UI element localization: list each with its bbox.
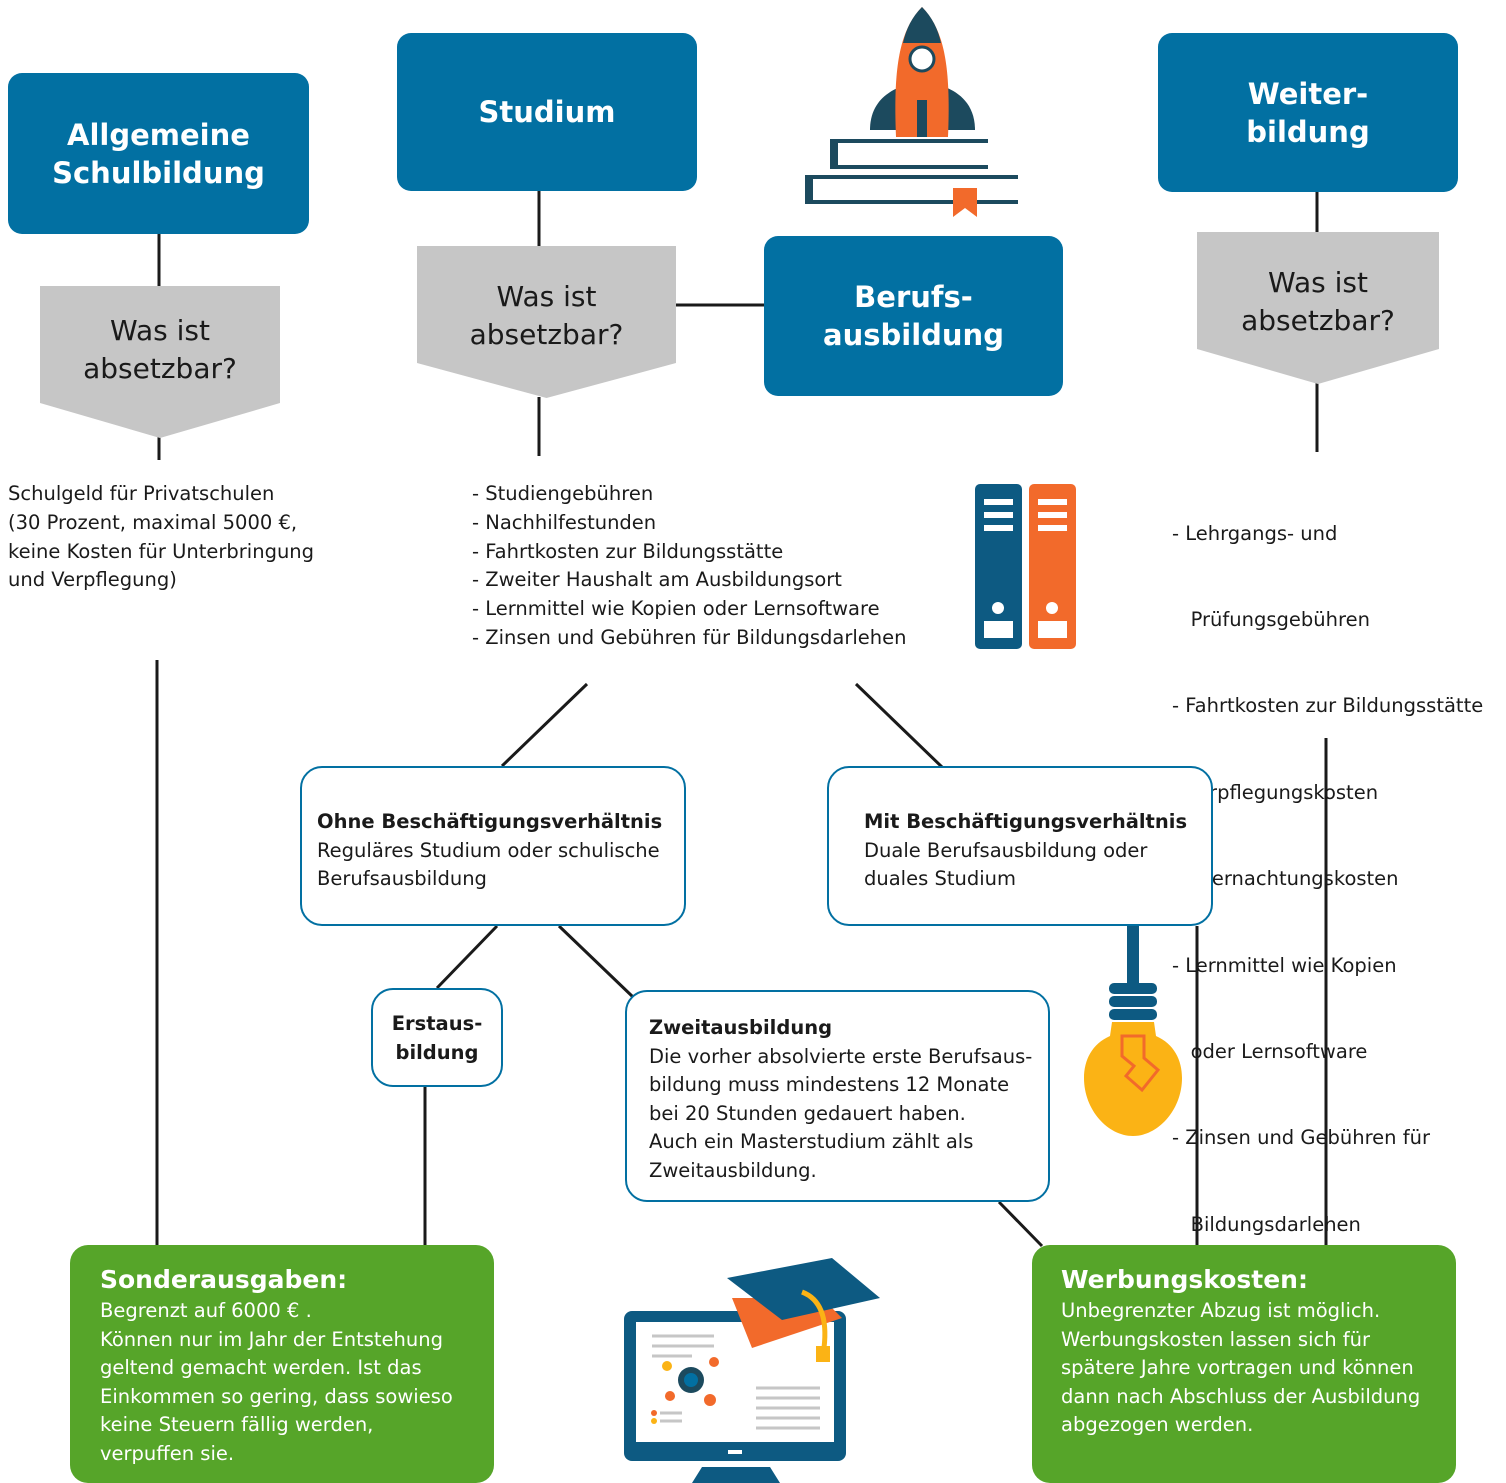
list-item: (30 Prozent, maximal 5000 €,: [8, 510, 298, 534]
ohne-line1: Reguläres Studium oder schulische: [317, 838, 660, 862]
list-item: oder Lernsoftware: [1172, 1039, 1368, 1063]
werbung-line4: dann nach Abschluss der Ausbildung: [1061, 1384, 1421, 1408]
question-schule: Was ist absetzbar?: [40, 286, 280, 438]
erstausbildung-line1: Erstaus-: [391, 1012, 483, 1035]
list-item: - Studiengebühren: [472, 482, 654, 505]
zweit-line1: Die vorher absolvierte erste Berufsaus-: [649, 1044, 1033, 1068]
list-item: - Lernmittel wie Kopien: [1172, 953, 1397, 977]
box-berufsausbildung: Berufs- ausbildung: [764, 236, 1063, 396]
box-allgemeine-line2: Schulbildung: [52, 155, 265, 190]
list-item: - Nachhilfestunden: [472, 510, 657, 534]
werbung-line2: Werbungskosten lassen sich für: [1061, 1327, 1371, 1351]
zweit-line5: Zweitausbildung.: [649, 1158, 817, 1182]
box-weiterbildung-line1: Weiter-: [1247, 76, 1369, 111]
list-item: - Lernmittel wie Kopien oder Lernsoftwar…: [472, 597, 880, 621]
werbung-title: Werbungskosten:: [1061, 1265, 1308, 1294]
sonder-line1: Begrenzt auf 6000 € .: [100, 1299, 312, 1322]
zweit-line2: bildung muss mindestens 12 Monate: [649, 1073, 1010, 1096]
list-item: - Zinsen und Gebühren für Bildungsdarleh…: [472, 625, 907, 649]
werbung-line5: abgezogen werden.: [1061, 1413, 1254, 1436]
lightbulb-icon: [1084, 926, 1182, 1136]
question-studium-line1: Was ist: [496, 280, 597, 313]
box-allgemeine-line1: Allgemeine: [67, 117, 250, 152]
list-item: - Lehrgangs- und: [1172, 521, 1338, 545]
elearning-icon: [624, 1258, 880, 1483]
list-item: Bildungsdarlehen: [1172, 1212, 1361, 1236]
list-schule: Schulgeld für Privatschulen (30 Prozent,…: [8, 480, 314, 595]
ohne-title: Ohne Beschäftigungsverhältnis: [317, 810, 663, 833]
question-weiterbildung-line2: absetzbar?: [1241, 304, 1395, 337]
sonder-line2: Können nur im Jahr der Entstehung: [100, 1327, 444, 1351]
box-erstausbildung: Erstaus- bildung: [371, 988, 503, 1087]
list-item: - Fahrtkosten zur Bildungsstätte: [472, 539, 784, 563]
mit-line1: Duale Berufsausbildung oder: [864, 838, 1148, 862]
question-weiterbildung: Was ist absetzbar?: [1197, 232, 1439, 384]
list-item: - Zinsen und Gebühren für: [1172, 1126, 1430, 1150]
list-weiterbildung: - Lehrgangs- und Prüfungsgebühren - Fahr…: [1172, 462, 1483, 1268]
box-ohne-beschaeftigung: Ohne Beschäftigungsverhältnis Reguläres …: [300, 766, 686, 926]
sonder-line3: geltend gemacht werden. Ist das: [100, 1356, 422, 1379]
box-studium-label: Studium: [478, 95, 616, 129]
box-sonderausgaben: Sonderausgaben: Begrenzt auf 6000 € . Kö…: [70, 1245, 494, 1483]
list-item: und Verpflegung): [8, 568, 177, 592]
question-studium-line2: absetzbar?: [469, 318, 624, 351]
box-mit-beschaeftigung: Mit Beschäftigungsverhältnis Duale Beruf…: [827, 766, 1213, 926]
zweit-line3: bei 20 Stunden gedauert haben.: [649, 1101, 966, 1125]
werbung-line1: Unbegrenzter Abzug ist möglich.: [1061, 1299, 1381, 1322]
box-weiterbildung: Weiter- bildung: [1158, 33, 1458, 192]
box-werbungskosten: Werbungskosten: Unbegrenzter Abzug ist m…: [1032, 1245, 1456, 1483]
binders-icon: [975, 484, 1076, 649]
werbung-line3: spätere Jahre vortragen und können: [1061, 1356, 1414, 1379]
rocket-icon: [805, 7, 1018, 217]
box-zweitausbildung: Zweitausbildung Die vorher absolvierte e…: [625, 990, 1050, 1202]
list-item: Schulgeld für Privatschulen: [8, 482, 275, 505]
mit-title: Mit Beschäftigungsverhältnis: [864, 810, 1188, 833]
box-studium: Studium: [397, 33, 697, 191]
list-item: keine Kosten für Unterbringung: [8, 539, 315, 563]
sonder-line4: Einkommen so gering, dass sowieso: [100, 1384, 453, 1408]
box-weiterbildung-line2: bildung: [1246, 114, 1370, 149]
question-weiterbildung-line1: Was ist: [1268, 266, 1368, 299]
sonder-line6: verpuffen sie.: [100, 1441, 235, 1465]
list-item: - Fahrtkosten zur Bildungsstätte: [1172, 694, 1484, 718]
list-item: Prüfungsgebühren: [1172, 607, 1370, 631]
list-studium: - Studiengebühren - Nachhilfestunden - F…: [472, 480, 906, 653]
list-item: - Verpflegungskosten: [1172, 780, 1379, 804]
box-allgemeine-schulbildung: Allgemeine Schulbildung: [8, 73, 309, 234]
question-schule-line2: absetzbar?: [83, 352, 237, 385]
zweit-line4: Auch ein Masterstudium zählt als: [649, 1130, 974, 1153]
box-berufsausbildung-line2: ausbildung: [823, 318, 1004, 352]
sonder-title: Sonderausgaben:: [100, 1265, 348, 1294]
list-item: - Übernachtungskosten: [1172, 867, 1399, 891]
zweit-title: Zweitausbildung: [649, 1016, 833, 1039]
mit-line2: duales Studium: [864, 867, 1016, 890]
sonder-line5: keine Steuern fällig werden,: [100, 1413, 374, 1436]
question-studium: Was ist absetzbar?: [417, 246, 676, 398]
list-item: - Zweiter Haushalt am Ausbildungsort: [472, 568, 842, 592]
ohne-line2: Berufsausbildung: [317, 867, 487, 890]
erstausbildung-line2: bildung: [395, 1040, 479, 1064]
box-berufsausbildung-line1: Berufs-: [854, 280, 973, 314]
question-schule-line1: Was ist: [110, 314, 210, 347]
